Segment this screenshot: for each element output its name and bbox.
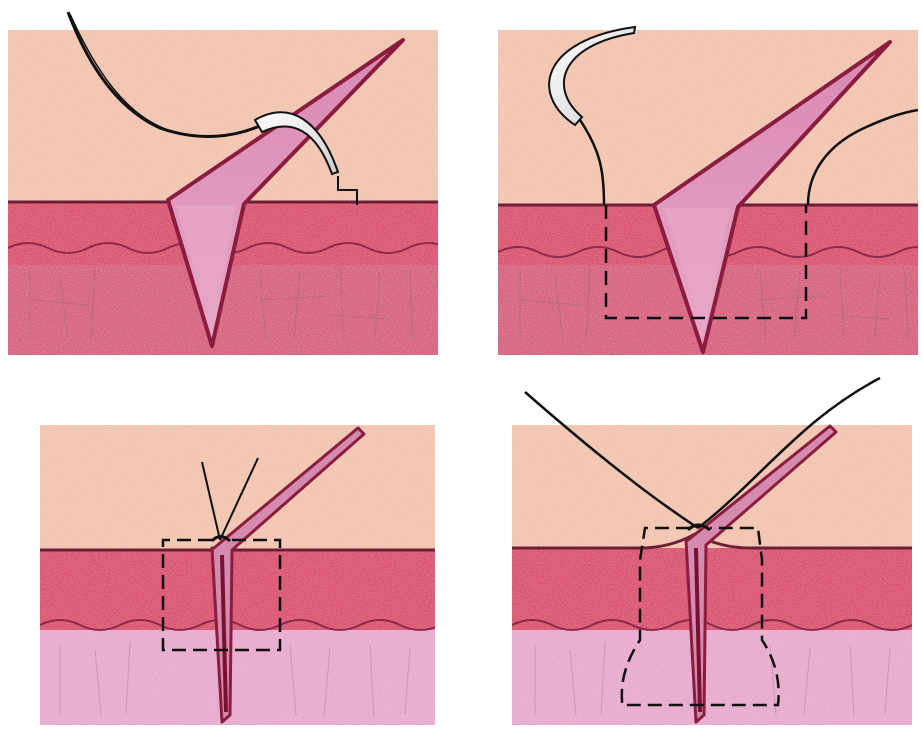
panel-1: [8, 12, 448, 355]
panel-2: [498, 27, 922, 355]
panel-4: [512, 378, 912, 725]
panel-3: [40, 425, 440, 725]
